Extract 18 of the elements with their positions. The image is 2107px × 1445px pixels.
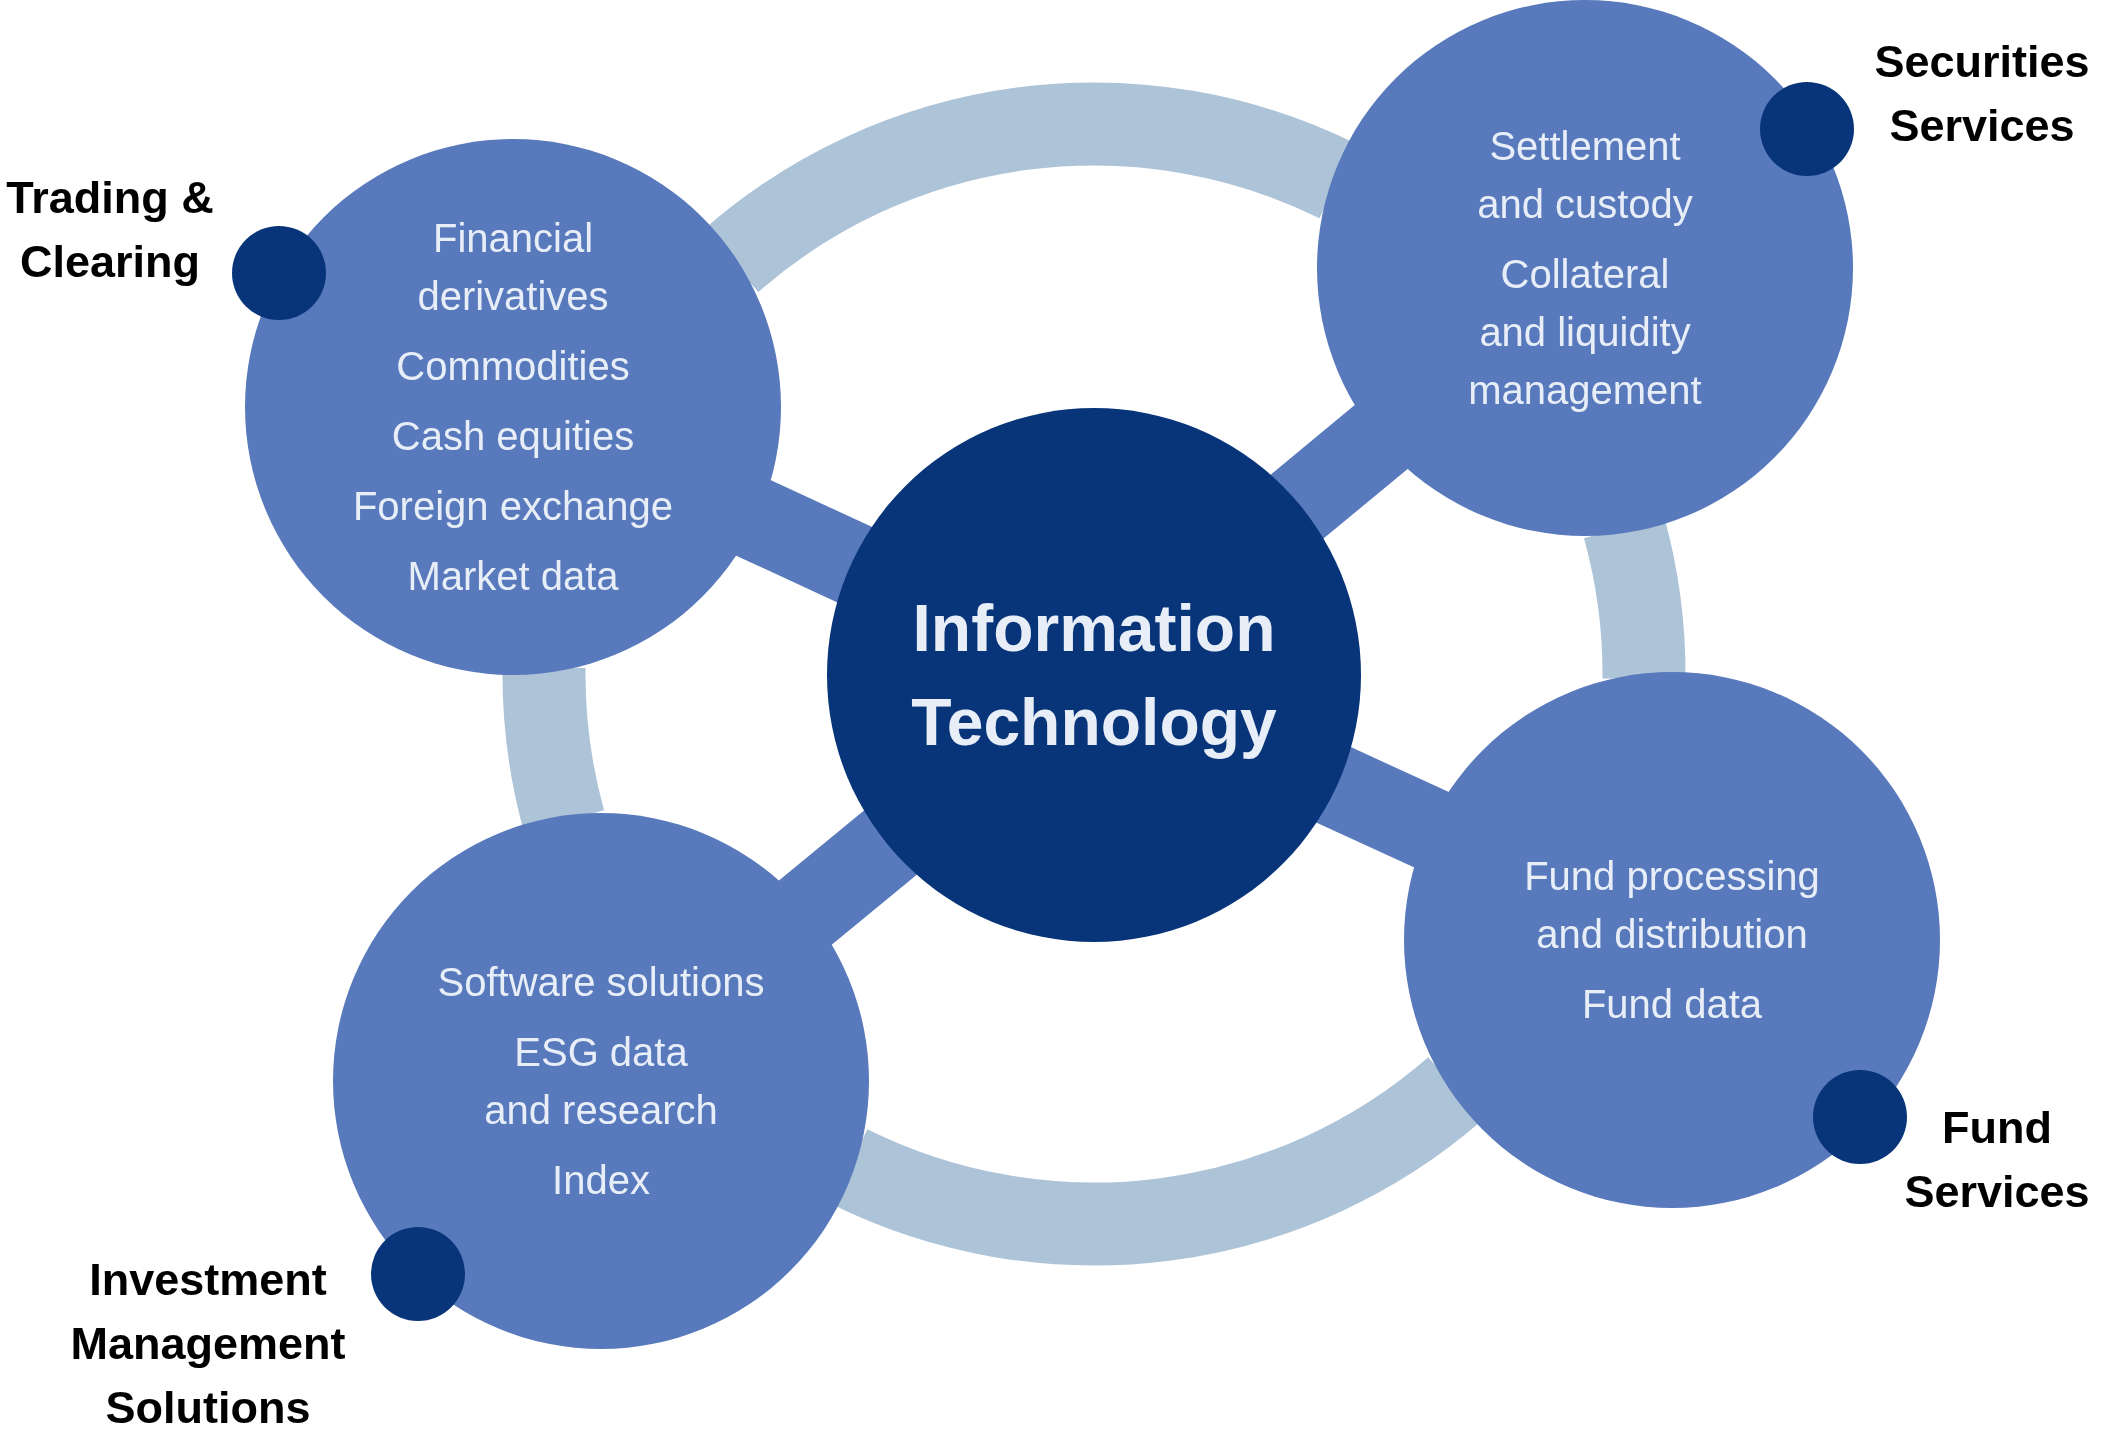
- item-text: Cash equities: [391, 413, 635, 460]
- item-text: Software solutions: [437, 959, 765, 1006]
- item-text: Index: [552, 1157, 650, 1204]
- circle-heading: Securities Services: [1873, 35, 2091, 153]
- item-text: Fund processing and distribution: [1523, 853, 1821, 958]
- item-text: ESG data and research: [483, 1029, 719, 1134]
- circle-heading: Investment Management Solutions: [69, 1253, 347, 1435]
- item-text: Commodities: [396, 343, 630, 390]
- item-text: Foreign exchange: [352, 483, 674, 530]
- item-text: Fund data: [1581, 981, 1763, 1028]
- item-text: Market data: [407, 553, 619, 600]
- hub-title: Information Technology: [910, 590, 1278, 761]
- circle-heading: Trading & Clearing: [5, 171, 215, 289]
- item-text: Collateral and liquidity management: [1467, 251, 1703, 414]
- circle-heading: Fund Services: [1903, 1101, 2091, 1219]
- item-text: Financial derivatives: [416, 215, 610, 320]
- spoke-connector: [1268, 403, 1410, 541]
- item-text: Settlement and custody: [1476, 123, 1694, 228]
